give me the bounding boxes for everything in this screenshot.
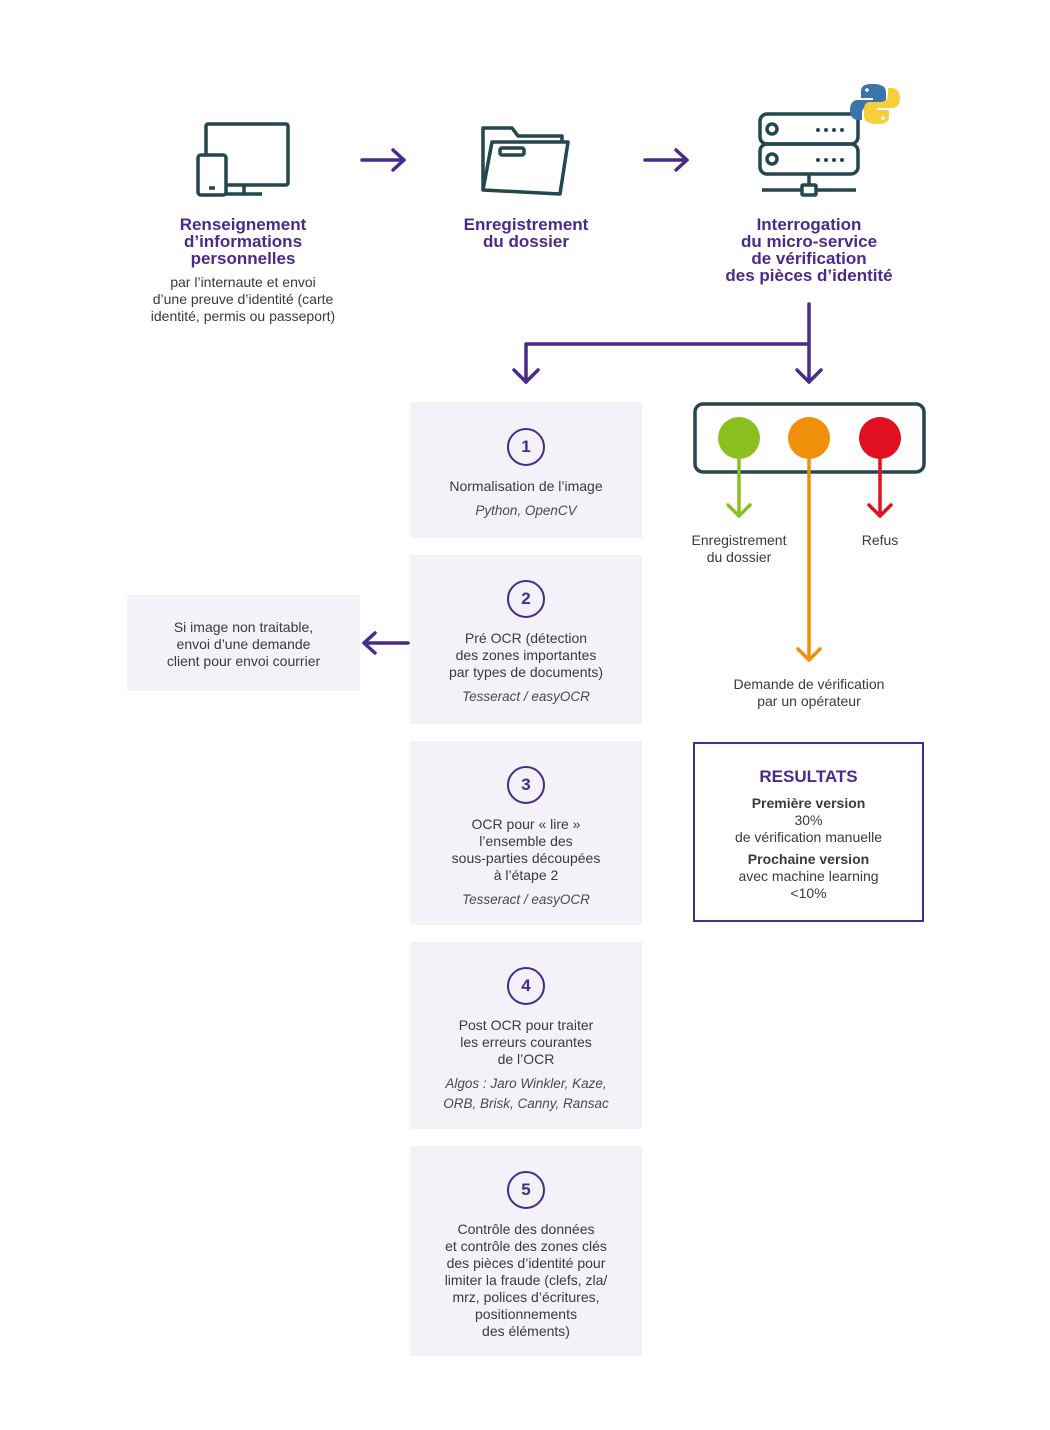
ocr-step-1: 1 Normalisation de l’image Python, OpenC… <box>410 402 642 538</box>
orange-arrow <box>796 436 822 662</box>
ocr-step-2: 2 Pré OCR (détection des zones important… <box>410 555 642 724</box>
devices-icon <box>196 122 290 197</box>
step-desc-renseignement: par l’internaute et envoi d’une preuve d… <box>150 274 336 324</box>
step-number: 2 <box>507 580 545 618</box>
ocr-step-5: 5 Contrôle des données et contrôle des z… <box>410 1146 642 1356</box>
orange-outcome-label: Demande de vérification par un opérateur <box>733 676 885 709</box>
step-tech: Algos : Jaro Winkler, Kaze, ORB, Brisk, … <box>443 1076 609 1111</box>
step-number: 4 <box>507 967 545 1005</box>
arrow-top-1 <box>360 148 406 172</box>
results-first-value: 30% <box>794 812 823 828</box>
step-title-interrogation: Interrogation du micro-service de vérifi… <box>725 215 893 285</box>
step-title-renseignement: Renseignement d’informations personnelle… <box>179 215 307 268</box>
server-dots <box>816 128 844 162</box>
step-number: 5 <box>507 1171 545 1209</box>
step-number: 1 <box>507 428 545 466</box>
results-first-head: Première version <box>751 795 866 811</box>
red-light <box>859 417 901 459</box>
orange-light <box>788 417 830 459</box>
arrow-to-side-note <box>362 631 410 655</box>
green-outcome-label: Enregistrement du dossier <box>691 532 787 565</box>
results-title: RESULTATS <box>759 767 858 786</box>
step-text: Contrôle des données et contrôle des zon… <box>444 1221 608 1339</box>
step-title-enregistrement: Enregistrement du dossier <box>463 215 589 251</box>
red-outcome-label: Refus <box>861 532 899 548</box>
split-connector <box>512 302 823 384</box>
folder-icon <box>481 126 570 196</box>
step-tech: Python, OpenCV <box>475 503 577 518</box>
results-next-value: <10% <box>790 885 827 901</box>
ocr-step-3: 3 OCR pour « lire » l’ensemble des sous-… <box>410 741 642 925</box>
server-icon <box>758 112 860 197</box>
step-tech: Tesseract / easyOCR <box>462 689 590 704</box>
step-text: Post OCR pour traiter les erreurs couran… <box>458 1017 594 1067</box>
green-light <box>718 417 760 459</box>
results-next-head: Prochaine version <box>747 851 870 867</box>
results-next-desc: avec machine learning <box>738 868 879 884</box>
results-box: RESULTATS Première version 30% de vérifi… <box>693 742 924 922</box>
step-tech: Tesseract / easyOCR <box>462 892 590 907</box>
results-first-desc: de vérification manuelle <box>734 829 883 845</box>
step-text: Normalisation de l’image <box>449 478 603 494</box>
step-number: 3 <box>507 766 545 804</box>
step-text: OCR pour « lire » l’ensemble des sous-pa… <box>451 816 601 883</box>
step-text: Pré OCR (détection des zones importantes… <box>448 630 604 680</box>
side-note-box: Si image non traitable, envoi d’une dema… <box>127 595 360 691</box>
arrow-top-2 <box>643 148 689 172</box>
python-logo-icon <box>850 84 900 124</box>
ocr-step-4: 4 Post OCR pour traiter les erreurs cour… <box>410 942 642 1129</box>
